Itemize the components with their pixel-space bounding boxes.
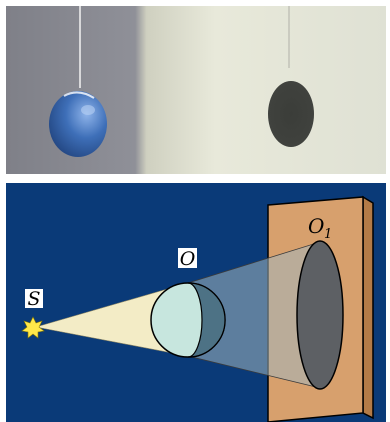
- sphere-icon: [151, 283, 225, 357]
- photo-ball: [49, 91, 107, 157]
- object-label-text: O: [180, 248, 196, 270]
- image-label-text: O: [308, 214, 324, 238]
- source-label: S: [25, 288, 43, 310]
- photo-shadow: [268, 81, 314, 147]
- elliptical-shadow-icon: [297, 241, 343, 389]
- photo-panel: [6, 6, 386, 174]
- image-label-subscript: 1: [324, 227, 332, 242]
- photo-illustration: [6, 6, 386, 174]
- source-label-text: S: [27, 288, 40, 310]
- diagram-panel: S O O 1: [6, 183, 386, 422]
- object-label: O: [178, 248, 197, 270]
- shadow-diagram: S O O 1: [6, 183, 386, 422]
